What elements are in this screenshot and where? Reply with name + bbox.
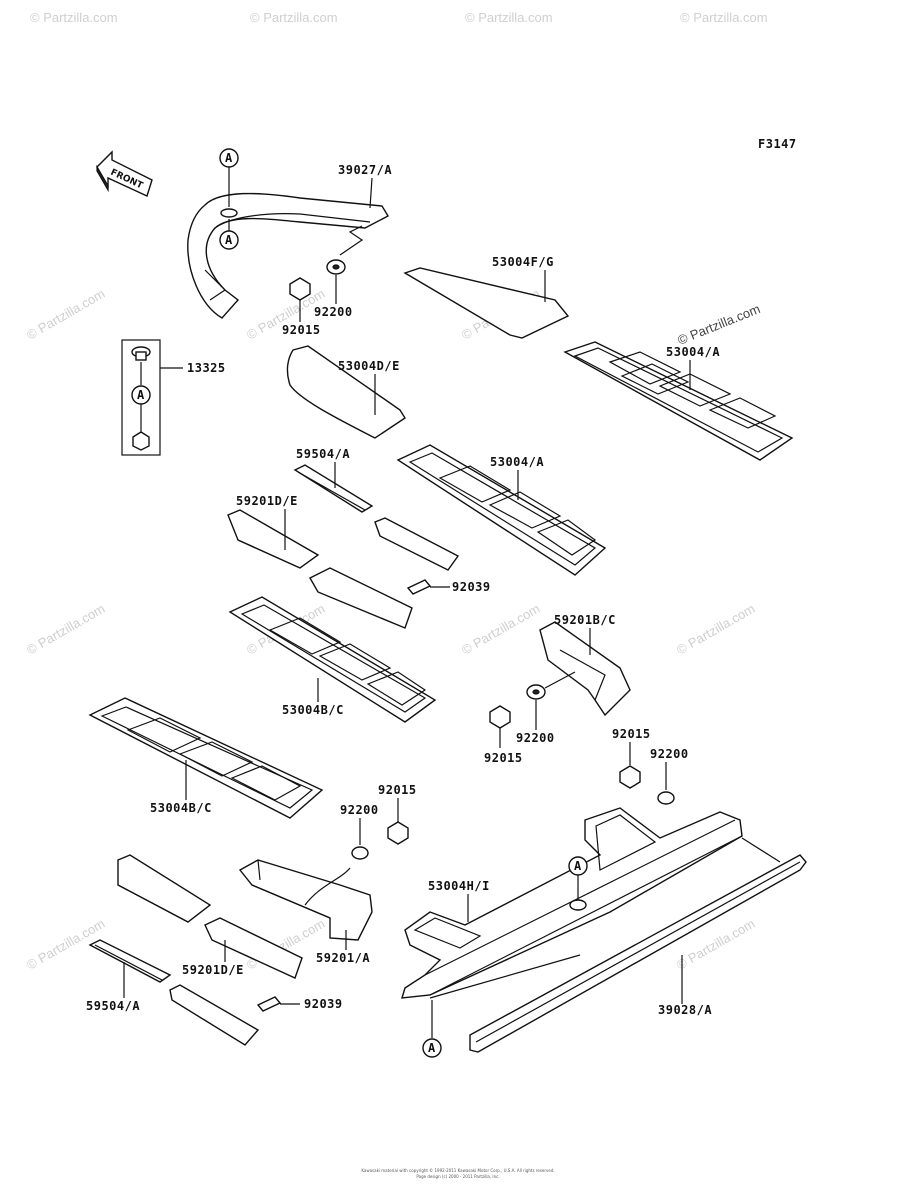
- callout-92039: 92039: [304, 997, 343, 1011]
- watermark: © Partzilla.com: [24, 286, 107, 343]
- part-59201bc: [539, 621, 631, 717]
- part-59201de-lower: [204, 917, 303, 979]
- callout-92015: 92015: [378, 783, 417, 797]
- figure-code: F3147: [758, 137, 797, 151]
- rivet-92039: [256, 996, 282, 1012]
- callout-53004bc: 53004B/C: [150, 801, 212, 815]
- nut-92015: [289, 277, 311, 301]
- callout-92015: 92015: [612, 727, 651, 741]
- callout-53004hi: 53004H/I: [428, 879, 490, 893]
- callout-53004a: 53004/A: [666, 345, 720, 359]
- nut-92015: [619, 765, 641, 789]
- part-59201de-upper-left: [227, 509, 320, 569]
- washer-92200: [351, 846, 369, 860]
- part-59201de-lower-insert: [169, 984, 260, 1046]
- callout-59201bc: 59201B/C: [554, 613, 616, 627]
- watermark: © Partzilla.com: [30, 10, 118, 25]
- part-59504a-strip-upper: [293, 464, 374, 513]
- callout-92200: 92200: [340, 803, 379, 817]
- part-59201-insert: [309, 567, 413, 629]
- watermark: © Partzilla.com: [24, 601, 107, 658]
- callout-92015: 92015: [282, 323, 321, 337]
- nut-92015: [489, 705, 511, 729]
- part-53004fg-pad: [403, 267, 570, 339]
- front-arrow-icon: FRONT: [96, 150, 153, 197]
- part-53004a-mat-upper: [563, 341, 794, 461]
- callout-53004de: 53004D/E: [338, 359, 400, 373]
- part-53004bc-mat-center: [228, 596, 437, 723]
- ref-mark-a: A: [137, 388, 145, 402]
- callout-92200: 92200: [314, 305, 353, 319]
- watermark: © Partzilla.com: [465, 10, 553, 25]
- part-53004de-pad: [286, 345, 406, 439]
- ref-mark-a: A: [225, 233, 233, 247]
- callout-92015: 92015: [484, 751, 523, 765]
- rivet-92039: [406, 579, 432, 595]
- callout-92039: 92039: [452, 580, 491, 594]
- part-39028a-long-rail: [469, 854, 807, 1053]
- ref-mark-a: A: [574, 859, 582, 873]
- nut-92015: [387, 821, 409, 845]
- callout-39027a: 39027/A: [338, 163, 392, 177]
- copyright-line: Kawasaki material with copyright © 1992-…: [361, 1168, 554, 1173]
- callout-53004bc: 53004B/C: [282, 703, 344, 717]
- callout-59504a: 59504/A: [86, 999, 140, 1013]
- part-53004a-mat-center: [396, 444, 607, 576]
- part-13325-box: [121, 339, 161, 456]
- watermark: © Partzilla.com: [250, 10, 338, 25]
- watermark: © Partzilla.com: [459, 601, 542, 658]
- watermark: © Partzilla.com: [674, 601, 757, 658]
- part-59201de-upper-right: [374, 517, 460, 571]
- part-59504a-strip-lower: [88, 939, 172, 983]
- watermark-dark: © Partzilla.com: [676, 301, 763, 348]
- ref-mark-a: A: [225, 151, 233, 165]
- callout-13325: 13325: [187, 361, 226, 375]
- copyright-line: Page design (c) 2000 - 2011 Partzilla, I…: [416, 1174, 499, 1179]
- callout-53004a: 53004/A: [490, 455, 544, 469]
- watermark: © Partzilla.com: [680, 10, 768, 25]
- callout-59201a: 59201/A: [316, 951, 370, 965]
- callout-92200: 92200: [650, 747, 689, 761]
- part-39027a-handle: [187, 192, 389, 319]
- ref-mark-a: A: [428, 1041, 436, 1055]
- part-53004bc-mat-lower: [88, 697, 324, 819]
- callout-53004fg: 53004F/G: [492, 255, 554, 269]
- callout-39028a: 39028/A: [658, 1003, 712, 1017]
- callout-59504a: 59504/A: [296, 447, 350, 461]
- part-59201-lower-cover: [117, 854, 212, 923]
- washer-92200: [657, 791, 675, 805]
- callout-59201de: 59201D/E: [236, 494, 298, 508]
- callout-92200: 92200: [516, 731, 555, 745]
- callout-59201de: 59201D/E: [182, 963, 244, 977]
